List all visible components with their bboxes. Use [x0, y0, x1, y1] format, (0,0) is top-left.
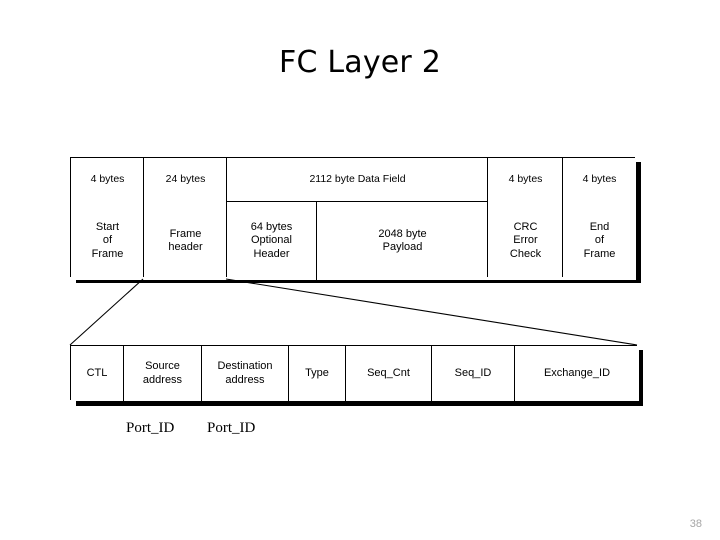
annotation-port-id-destination: Port_ID: [207, 420, 256, 436]
header-field-line: Exchange_ID: [543, 366, 611, 379]
annotation-port-id-source: Port_ID: [126, 420, 175, 436]
header-field-line: address: [142, 373, 183, 386]
frame-size-label: 2112 byte Data Field: [309, 172, 406, 185]
frame-field-line: Frame: [583, 247, 616, 260]
frame-field-start-of-frame: Start of Frame: [71, 202, 144, 280]
frame-size-label: 4 bytes: [582, 173, 617, 186]
frame-field-line: 64 bytes: [250, 220, 293, 233]
page-number: 38: [689, 518, 702, 530]
connector-line-right: [225, 278, 638, 346]
frame-field-line: Frame: [169, 227, 202, 240]
frame-cell-end-of-frame-outer: 4 bytes End of Frame: [562, 157, 636, 280]
header-field-exchange-id: Exchange_ID: [515, 346, 639, 401]
frame-field-payload: 2048 byte Payload: [317, 202, 488, 280]
frame-size-label: 24 bytes: [165, 173, 206, 186]
frame-size-data-field: 2112 byte Data Field: [227, 158, 488, 202]
header-field-destination-address: Destination address: [202, 346, 289, 401]
header-field-line: Type: [305, 366, 329, 379]
frame-field-end-of-frame: End of Frame: [563, 202, 636, 280]
frame-cell-data-field-outer: 2112 byte Data Field 64 bytes Optional H…: [226, 157, 488, 280]
header-field-line: Seq_ID: [454, 366, 492, 379]
frame-field-line: of: [102, 234, 113, 247]
frame-size-label: 4 bytes: [508, 173, 543, 186]
frame-field-line: 2048 byte: [378, 227, 427, 240]
header-field-line: CTL: [86, 366, 108, 379]
frame-cell-frame-header-outer: 24 bytes Frame header: [143, 157, 227, 280]
header-field-ctl: CTL: [71, 346, 124, 401]
frame-field-line: Frame: [91, 247, 124, 260]
frame-field-line: Header: [253, 247, 290, 260]
frame-field-line: of: [594, 234, 605, 247]
frame-size-end-of-frame: 4 bytes: [563, 158, 636, 202]
header-field-source-address: Source address: [124, 346, 202, 401]
frame-field-optional-header: 64 bytes Optional Header: [227, 202, 317, 280]
frame-size-frame-header: 24 bytes: [144, 158, 227, 202]
frame-size-label: 4 bytes: [90, 173, 125, 186]
frame-field-line: Check: [509, 247, 542, 260]
frame-size-crc: 4 bytes: [488, 158, 563, 202]
frame-cell-crc-outer: 4 bytes CRC Error Check: [487, 157, 563, 280]
frame-field-frame-header: Frame header: [144, 202, 227, 280]
header-field-line: Destination: [217, 360, 273, 372]
frame-shadow-right: [635, 162, 641, 283]
header-field-seq-id: Seq_ID: [432, 346, 515, 401]
frame-field-line: CRC: [513, 220, 538, 233]
header-detail-outer: CTL Source address Destination address T…: [70, 345, 639, 401]
frame-size-start-of-frame: 4 bytes: [71, 158, 144, 202]
frame-field-line: End: [589, 220, 610, 233]
frame-field-crc: CRC Error Check: [488, 202, 563, 280]
header-field-line: Seq_Cnt: [367, 366, 410, 379]
header-field-line: Source: [145, 360, 180, 372]
frame-field-line: Start: [95, 220, 120, 233]
frame-field-line: header: [168, 241, 203, 253]
header-detail-shadow-bottom: [76, 400, 643, 406]
header-field-type: Type: [289, 346, 346, 401]
header-field-line: address: [225, 373, 265, 386]
header-detail-shadow-right: [637, 350, 643, 406]
frame-field-line: Payload: [382, 241, 423, 253]
frame-field-line: Error: [513, 234, 538, 247]
frame-cell-start-of-frame-outer: 4 bytes Start of Frame: [70, 157, 144, 280]
header-field-seq-cnt: Seq_Cnt: [346, 346, 432, 401]
page-title: FC Layer 2: [278, 45, 441, 80]
frame-field-line: Optional: [251, 234, 292, 247]
connector-line-left: [69, 278, 144, 346]
